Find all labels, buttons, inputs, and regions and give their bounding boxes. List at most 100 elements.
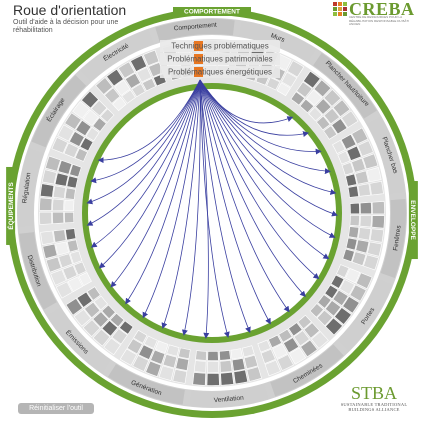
sector-cell[interactable] — [296, 81, 313, 98]
sector-cell[interactable] — [276, 354, 294, 371]
stba-logo[interactable]: STBA SUSTAINABLE TRADITIONAL BUILDINGS A… — [332, 384, 416, 412]
sector-cell[interactable] — [62, 265, 78, 281]
sector-cell[interactable] — [351, 127, 369, 145]
sector-cell[interactable] — [193, 360, 207, 373]
sector-cell[interactable] — [101, 304, 116, 320]
sector-cell[interactable] — [57, 124, 75, 142]
sector-cell[interactable] — [73, 308, 92, 327]
sector-cell[interactable] — [41, 169, 57, 185]
sector-cell[interactable] — [132, 355, 150, 372]
sector-cell[interactable] — [126, 338, 143, 355]
sector-cell[interactable] — [349, 284, 367, 302]
sector-cell[interactable] — [131, 83, 146, 98]
sector-cell[interactable] — [336, 264, 350, 279]
sector-cell[interactable] — [332, 99, 351, 118]
sector-cell[interactable] — [268, 334, 283, 349]
sector-cell[interactable] — [342, 296, 360, 314]
sector-cell[interactable] — [354, 170, 369, 185]
sector-band-5[interactable] — [380, 198, 406, 278]
sector-cell[interactable] — [367, 241, 383, 257]
sector-cell[interactable] — [359, 201, 372, 215]
sector-cell[interactable] — [64, 112, 82, 130]
sector-cell[interactable] — [112, 96, 127, 112]
sector-cell[interactable] — [283, 337, 300, 354]
sector-cell[interactable] — [42, 243, 58, 259]
sector-cell[interactable] — [206, 373, 220, 386]
sector-cell[interactable] — [341, 161, 355, 176]
sector-cell[interactable] — [207, 351, 219, 361]
sector-cell[interactable] — [109, 312, 125, 328]
center-item-2[interactable]: Problématiques patrimoniales — [160, 53, 280, 65]
sector-cell[interactable] — [45, 256, 62, 273]
sector-cell[interactable] — [264, 359, 282, 377]
sector-cell[interactable] — [351, 157, 366, 173]
sector-cell[interactable] — [345, 267, 361, 284]
sector-cell[interactable] — [64, 187, 76, 200]
sector-cell[interactable] — [54, 172, 69, 187]
sector-cell[interactable] — [162, 353, 178, 369]
center-item-3[interactable]: Problématiques énergétiques — [160, 66, 280, 78]
sector-cell[interactable] — [73, 261, 87, 276]
sector-cell[interactable] — [359, 215, 372, 228]
sector-band-9[interactable] — [107, 364, 185, 405]
sector-cell[interactable] — [172, 368, 188, 384]
sector-cell[interactable] — [317, 294, 332, 309]
sector-cell[interactable] — [52, 211, 65, 225]
sector-cell[interactable] — [290, 91, 305, 106]
sector-cell[interactable] — [231, 357, 246, 372]
sector-cell[interactable] — [323, 88, 342, 107]
sector-cell[interactable] — [233, 369, 249, 385]
sector-band-8[interactable] — [189, 384, 269, 407]
sector-cell[interactable] — [69, 250, 83, 265]
sector-cell[interactable] — [297, 314, 312, 330]
sector-cell[interactable] — [339, 279, 356, 295]
sector-cell[interactable] — [130, 55, 148, 72]
sector-cell[interactable] — [65, 298, 84, 316]
sector-cell[interactable] — [82, 109, 100, 126]
sector-cell[interactable] — [39, 197, 53, 211]
sector-cell[interactable] — [55, 281, 73, 299]
sector-cell[interactable] — [67, 276, 84, 293]
sector-cell[interactable] — [69, 163, 82, 178]
sector-cell[interactable] — [166, 344, 180, 357]
sector-cell[interactable] — [345, 173, 358, 187]
sector-cell[interactable] — [266, 77, 281, 91]
sector-cell[interactable] — [75, 119, 92, 137]
sector-cell[interactable] — [106, 68, 124, 87]
sector-cell[interactable] — [313, 79, 332, 98]
sector-cell[interactable] — [371, 215, 385, 229]
sector-cell[interactable] — [158, 365, 175, 381]
sector-label[interactable]: Comportement — [174, 22, 218, 33]
sector-cell[interactable] — [138, 344, 154, 360]
sector-cell[interactable] — [65, 228, 77, 241]
sector-cell[interactable] — [78, 272, 92, 287]
sector-cell[interactable] — [175, 357, 190, 371]
sector-cell[interactable] — [257, 339, 272, 353]
sector-band-13[interactable] — [31, 75, 87, 148]
sector-cell[interactable] — [50, 269, 67, 286]
sector-cell[interactable] — [57, 159, 73, 175]
sector-label[interactable]: Fenêtres — [392, 224, 402, 251]
sector-label[interactable]: Murs — [270, 32, 287, 44]
sector-band-11[interactable] — [19, 232, 57, 310]
sector-cell[interactable] — [141, 77, 156, 92]
sector-cell[interactable] — [340, 133, 357, 150]
sector-cell[interactable] — [92, 117, 107, 132]
sector-cell[interactable] — [278, 328, 293, 343]
sector-label[interactable]: Ventilation — [214, 395, 245, 405]
sector-cell[interactable] — [355, 239, 370, 254]
sector-cell[interactable] — [220, 371, 234, 386]
sector-cell[interactable] — [357, 140, 374, 157]
sector-cell[interactable] — [299, 98, 315, 114]
sector-band-1[interactable] — [155, 18, 235, 42]
sector-cell[interactable] — [101, 320, 119, 337]
creba-logo[interactable]: CREBA CENTRE DE RESSOURCES POUR LA RÉHAB… — [333, 0, 419, 28]
sector-cell[interactable] — [103, 87, 121, 104]
sector-cell[interactable] — [178, 347, 191, 360]
sector-cell[interactable] — [86, 286, 101, 301]
sector-cell[interactable] — [323, 125, 338, 140]
sector-cell[interactable] — [337, 150, 351, 165]
sector-cell[interactable] — [310, 331, 329, 349]
sector-cell[interactable] — [241, 345, 255, 358]
